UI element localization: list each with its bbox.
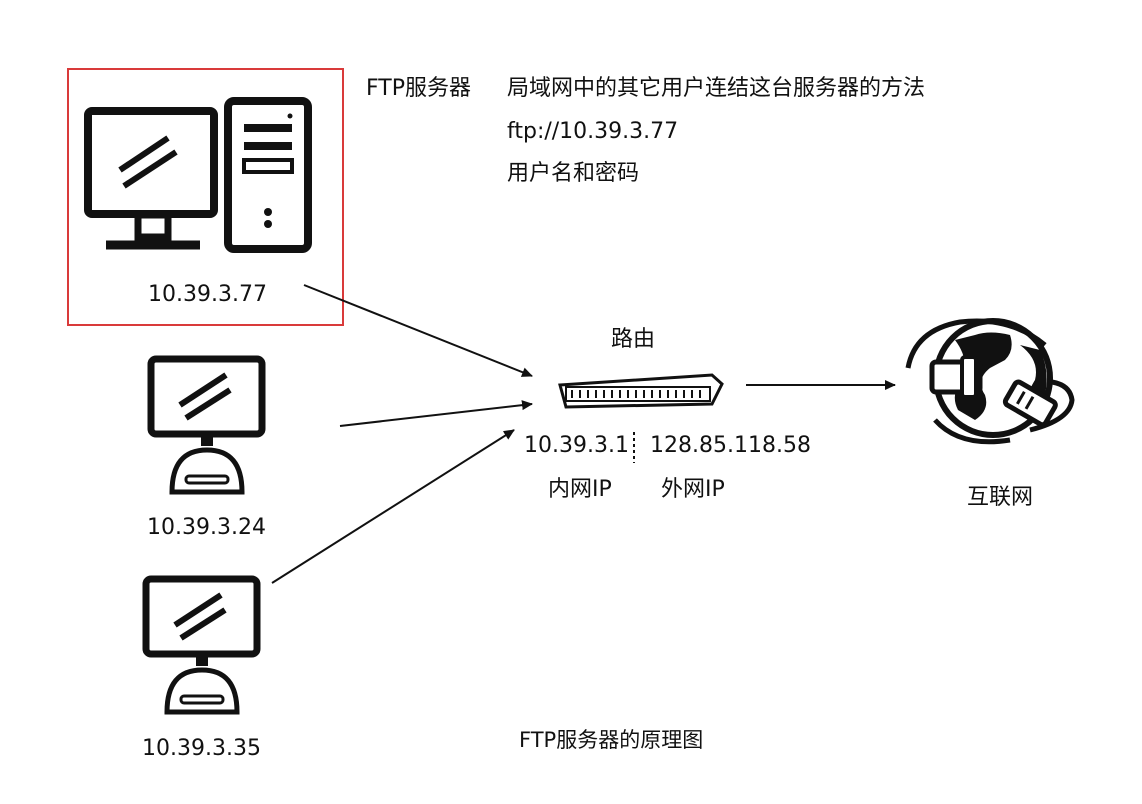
arrow-client2-to-router (271, 429, 515, 584)
server-title: FTP服务器 (366, 76, 471, 101)
internet-label: 互联网 (967, 485, 1034, 510)
router-external-ip: 128.85.118.58 (650, 433, 811, 458)
server-url: ftp://10.39.3.77 (507, 119, 679, 144)
router-internal-label: 内网IP (548, 477, 612, 502)
imac-icon (147, 355, 266, 495)
arrow-client1-to-router (339, 400, 533, 427)
server-connect-description: 局域网中的其它用户连结这台服务器的方法 (507, 76, 926, 101)
imac-icon (142, 575, 261, 715)
router-external-label: 外网IP (661, 477, 725, 502)
router-internal-ip: 10.39.3.1 (524, 433, 629, 458)
arrow-server-to-router (303, 284, 533, 377)
router-icon (558, 373, 724, 409)
client-ip-label: 10.39.3.35 (142, 736, 261, 761)
client-ip-label: 10.39.3.24 (147, 515, 266, 540)
tower-pc-icon (224, 97, 312, 253)
server-ip-label: 10.39.3.77 (148, 282, 267, 307)
router-title: 路由 (611, 327, 656, 352)
diagram-caption: FTP服务器的原理图 (519, 728, 704, 752)
server-credentials: 用户名和密码 (507, 161, 640, 186)
desktop-monitor-icon (84, 107, 218, 250)
globe-internet-icon (905, 318, 1075, 445)
server-highlight-box (67, 68, 344, 326)
